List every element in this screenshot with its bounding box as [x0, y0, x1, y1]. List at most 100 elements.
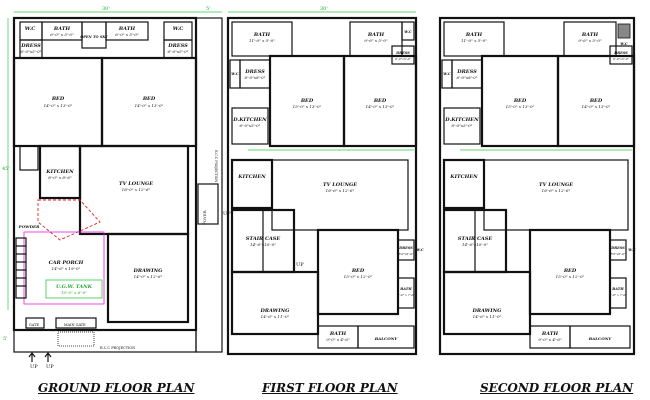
second-bath1-size: 11'-0" x 5'-0"	[461, 38, 487, 43]
first-bath2-size: 9'-6" x 5'-0"	[364, 38, 388, 43]
ground-dress1-size: 6'-0"x5'-0"	[20, 49, 41, 54]
ground-car-porch-label: CAR PORCH	[49, 260, 84, 266]
ground-foyer-steps	[197, 183, 219, 225]
first-bed3-label: BED	[351, 268, 365, 274]
first-stair-size: 14'-6"x10'-0"	[250, 242, 276, 247]
second-bath3-size: 5'-0" x 7'-0"	[609, 293, 627, 297]
first-dress1-size: 6'-0"x8'-0"	[244, 75, 265, 80]
ground-dress1-label: DRESS	[20, 43, 41, 49]
second-wc1	[617, 23, 631, 39]
first-bed2-label: BED	[373, 98, 387, 104]
first-kitchen	[230, 158, 274, 210]
ground-bath2	[105, 21, 149, 41]
ground-ug-tank-label: U.G.W. TANK	[56, 284, 93, 290]
ground-width-dim: 30'	[102, 6, 110, 12]
first-stair-label: STAIR CASE	[246, 236, 281, 242]
first-bath3-label: BATH	[399, 287, 412, 291]
ground-wc1-label: W.C	[25, 26, 36, 32]
second-floor-plan: BATH 11'-0" x 5'-0" BATH 9'-6" x 5'-0" W…	[438, 16, 636, 356]
second-bath1-label: BATH	[465, 32, 483, 38]
first-dress1-label: DRESS	[244, 69, 265, 75]
first-bath4-size: 9'-0" x 4'-6"	[326, 337, 350, 342]
first-lounge	[271, 159, 409, 231]
ground-car-porch-size: 14'-6" x 19'-0"	[52, 266, 81, 271]
first-floor-title: FIRST FLOOR PLAN	[262, 381, 398, 395]
second-drawing	[442, 270, 532, 336]
first-bed2-size: 14'-0" x 13'-0"	[366, 104, 395, 109]
second-dress3	[609, 239, 627, 261]
second-dress3-size: 5'0"x6'-0"	[611, 252, 626, 256]
ground-bed1-size: 14'-0" x 13'-0"	[44, 103, 73, 108]
ground-gate-label: GATE	[29, 323, 39, 327]
ground-rcc-projection-side: R.C.C PROJECTION	[214, 150, 218, 182]
first-lounge-label: TV LOUNGE	[323, 182, 357, 188]
ground-bed2-size: 14'-0" x 13'-0"	[135, 103, 164, 108]
ground-drawing-label: DRAWING	[133, 268, 164, 274]
ground-powder	[19, 145, 39, 171]
second-wc3-label: W.C	[628, 248, 636, 252]
second-floor-title: SECOND FLOOR PLAN	[480, 381, 634, 395]
second-bed3-size: 15'-0" x 12'-0"	[556, 274, 585, 279]
second-dress2-size: 6'-0"x5'-0"	[613, 57, 629, 61]
first-dress2-label: DRESS	[395, 51, 410, 55]
second-dress1-size: 6'-0"x8'-0"	[456, 75, 477, 80]
second-bed3-label: BED	[563, 268, 577, 274]
first-bath1-label: BATH	[253, 32, 271, 38]
second-stair-size: 14'-6"x10'-0"	[462, 242, 488, 247]
ground-lounge-size: 18'-0" x 12'-6"	[122, 187, 151, 192]
second-lounge-label: TV LOUNGE	[539, 182, 573, 188]
first-wc1-label: W.C	[404, 30, 412, 34]
first-outer-wall	[226, 16, 418, 356]
first-bath4-label: BATH	[329, 331, 347, 337]
ground-open-sky-label: OPEN TO SKY	[80, 35, 108, 39]
first-width-dim: 30'	[320, 6, 328, 12]
second-stair-label: STAIR CASE	[458, 236, 493, 242]
first-dress2-size: 6'-0"x5'-0"	[395, 57, 411, 61]
first-drawing	[230, 270, 320, 336]
ground-porch-red-outline	[37, 199, 101, 241]
ground-bath1-size: 6'-0" x 5'-0"	[50, 32, 74, 37]
ground-height-dim: 45'	[2, 166, 10, 172]
second-wc2-label: W.C	[443, 72, 451, 76]
second-outer-wall	[438, 16, 636, 356]
first-dress3-label: DRESS	[398, 246, 413, 250]
second-balcony	[569, 325, 631, 349]
ground-side-dim: 5'	[206, 6, 211, 12]
first-bed2	[342, 54, 418, 148]
ground-gate	[25, 317, 45, 329]
first-wc3-label: W.C	[416, 248, 424, 252]
first-balcony-label: BALCONY	[374, 336, 399, 341]
first-dress3-size: 5'0"x6'-0"	[399, 252, 414, 256]
ground-ug-tank	[45, 279, 103, 299]
ground-bath1-label: BATH	[53, 26, 71, 32]
second-dkitchen	[443, 107, 481, 145]
ground-up-label: UP	[30, 364, 38, 370]
ground-powder-label: POWDER	[18, 224, 41, 229]
second-bed2-size: 14'-0" x 13'-0"	[582, 104, 611, 109]
ground-foyer-label: FOYER	[202, 209, 207, 225]
first-bath3-size: 5'-0" x 7'-0"	[397, 293, 415, 297]
second-dress2-label: DRESS	[613, 51, 628, 55]
ground-wc2-label: W.C	[173, 26, 184, 32]
second-wc1-label: W.C	[620, 42, 628, 46]
second-bed2-label: BED	[589, 98, 603, 104]
first-dkitchen-size: 6'-0"x5'-0"	[239, 123, 260, 128]
first-kitchen-label: KITCHEN	[237, 174, 266, 180]
second-drawing-label: DRAWING	[472, 308, 503, 314]
first-bed1-label: BED	[300, 98, 314, 104]
first-lounge-size: 18'-6" x 12'-6"	[326, 188, 355, 193]
second-bath1	[443, 21, 505, 57]
second-bath4-label: BATH	[541, 331, 559, 337]
second-bed2	[556, 54, 636, 148]
ground-floor-plan: 30' 5' 45' 5' W.C BATH 6'-0" x 5'-0" OPE…	[2, 6, 231, 370]
second-drawing-size: 14'-6" x 11'-0"	[473, 314, 502, 319]
first-dkitchen	[231, 107, 269, 145]
ground-main-gate	[55, 317, 97, 329]
second-dress3-label: DRESS	[610, 246, 625, 250]
ground-front-dim: 5'	[3, 336, 8, 342]
second-dress1-label: DRESS	[456, 69, 477, 75]
second-bath4-size: 9'-0" x 4'-6"	[538, 337, 562, 342]
first-bed3-size: 15'-0" x 12'-0"	[344, 274, 373, 279]
ground-bed1-label: BED	[51, 96, 65, 102]
second-bath3-label: BATH	[611, 287, 624, 291]
